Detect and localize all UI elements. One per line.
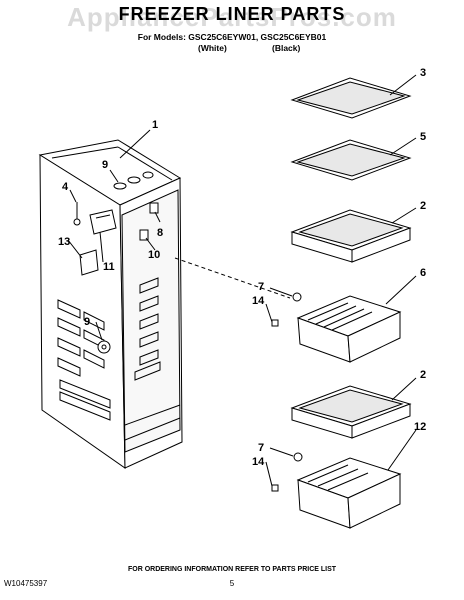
callout-9-upper: 9 bbox=[102, 159, 108, 171]
glass-shelf-5 bbox=[290, 139, 412, 181]
fan-part-9 bbox=[97, 340, 111, 354]
document-number: W10475397 bbox=[4, 579, 48, 588]
callout-7-lower: 7 bbox=[258, 442, 264, 454]
glass-shelf-3 bbox=[290, 77, 412, 119]
watermark: AppliancePartsPros.com bbox=[67, 2, 397, 32]
clip-part-10 bbox=[139, 229, 149, 241]
callout-2-upper: 2 bbox=[420, 200, 426, 212]
callout-7-upper: 7 bbox=[258, 281, 264, 293]
callout-5: 5 bbox=[420, 131, 426, 143]
variant-white: (White) bbox=[198, 43, 227, 53]
screw-part-4 bbox=[73, 202, 81, 226]
drawer-12 bbox=[296, 457, 402, 529]
bracket-part-11 bbox=[89, 209, 117, 235]
callout-12: 12 bbox=[414, 421, 426, 433]
screw-part-14-upper bbox=[271, 319, 279, 327]
callout-1: 1 bbox=[152, 119, 158, 131]
callout-8: 8 bbox=[157, 227, 163, 239]
callout-11: 11 bbox=[103, 261, 115, 273]
slide-part-7-lower bbox=[293, 452, 303, 462]
freezer-liner bbox=[38, 139, 183, 469]
page-number: 5 bbox=[229, 579, 235, 588]
shelf-assembly-2-upper bbox=[290, 209, 412, 263]
callout-14-upper: 14 bbox=[252, 295, 265, 307]
callout-10: 10 bbox=[148, 249, 160, 261]
light-part-13 bbox=[79, 249, 99, 276]
shelf-assembly-2-lower bbox=[290, 385, 412, 439]
page-title: FREEZER LINER PARTS bbox=[118, 4, 346, 24]
callout-4: 4 bbox=[62, 181, 69, 193]
callout-9-lower: 9 bbox=[84, 316, 90, 328]
callout-6: 6 bbox=[420, 267, 426, 279]
callout-13: 13 bbox=[58, 236, 70, 248]
callout-14-lower: 14 bbox=[252, 456, 265, 468]
models-line: For Models: GSC25C6EYW01, GSC25C6EYB01 bbox=[137, 32, 327, 42]
callout-3: 3 bbox=[420, 67, 426, 79]
drawer-6 bbox=[296, 295, 402, 363]
footer-note: FOR ORDERING INFORMATION REFER TO PARTS … bbox=[127, 566, 337, 573]
callout-2-lower: 2 bbox=[420, 369, 426, 381]
clip-part-8 bbox=[149, 202, 159, 214]
variant-black: (Black) bbox=[272, 43, 301, 53]
slide-part-7-upper bbox=[292, 292, 302, 302]
screw-part-14-lower bbox=[271, 484, 279, 492]
